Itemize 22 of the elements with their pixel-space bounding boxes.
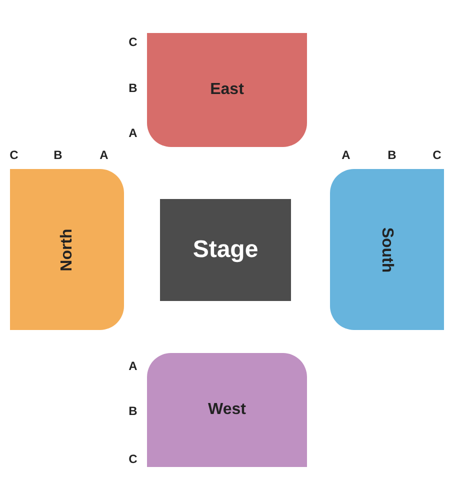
row-label: A <box>128 126 138 140</box>
row-label: B <box>128 404 138 418</box>
row-label: A <box>342 148 350 162</box>
row-label: B <box>388 148 396 162</box>
row-label: C <box>432 148 442 162</box>
row-label: A <box>100 148 108 162</box>
row-label: B <box>54 148 62 162</box>
seating-section <box>330 169 444 330</box>
seating-section <box>147 353 307 467</box>
seating-section <box>147 33 307 147</box>
row-label: C <box>10 148 18 162</box>
row-label: A <box>128 359 138 373</box>
stage-area <box>160 199 291 301</box>
section-label: Stage <box>192 236 258 264</box>
section-label: West <box>208 401 246 419</box>
section-label: North <box>58 228 76 271</box>
row-label: C <box>128 35 138 49</box>
row-label: C <box>128 452 138 466</box>
section-label: East <box>210 81 244 99</box>
row-label: B <box>128 81 138 95</box>
section-label: South <box>378 226 396 272</box>
seating-section <box>10 169 124 330</box>
